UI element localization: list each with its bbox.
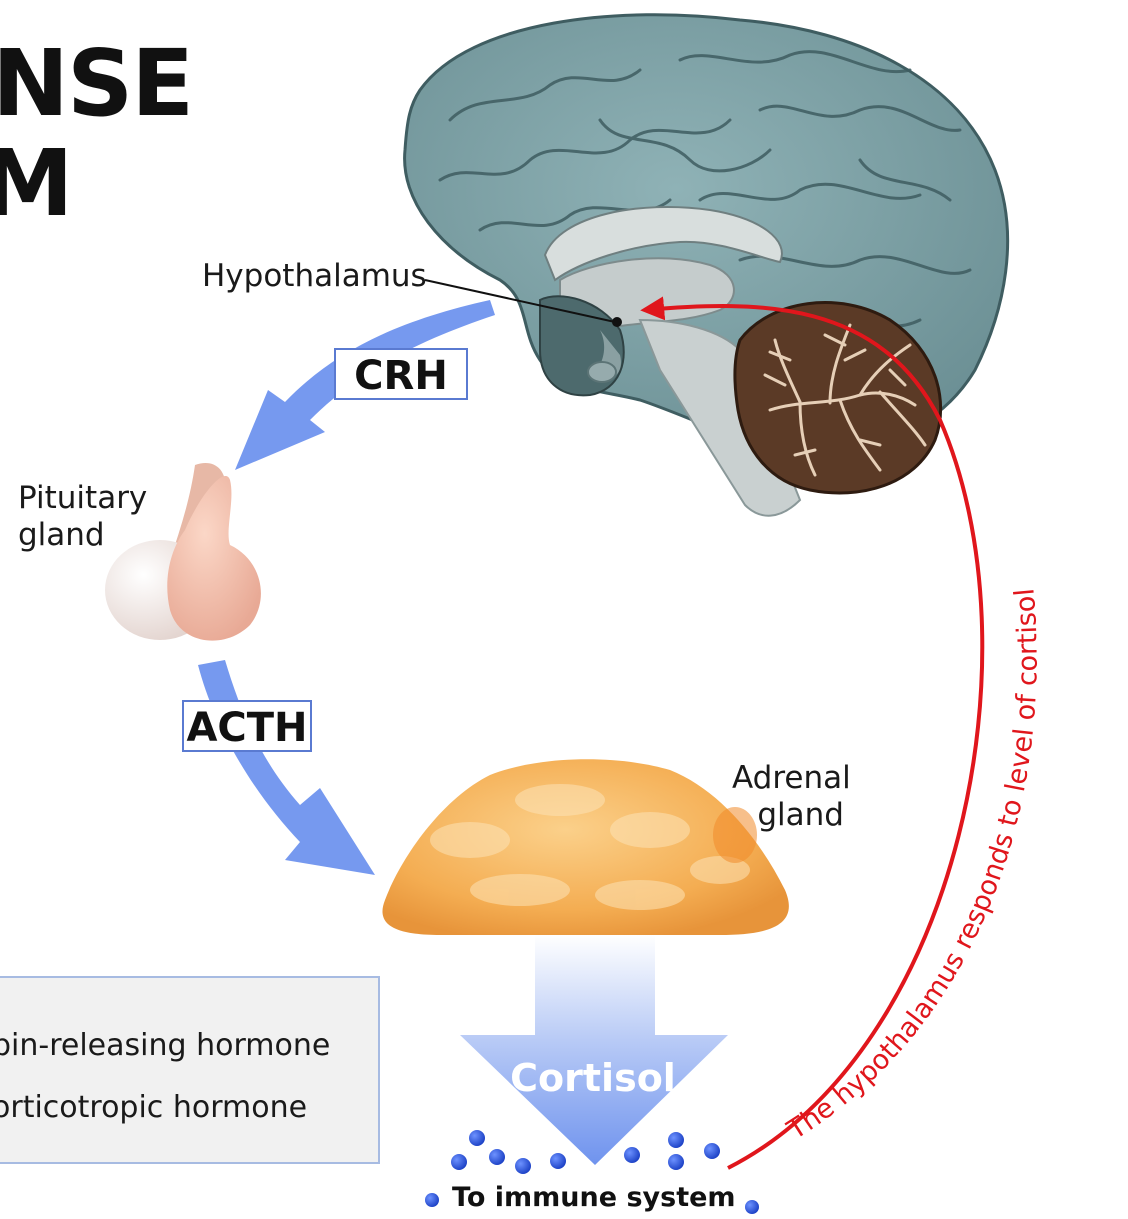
feedback-label: The hypothalamus responds to level of co… [781,587,1043,1146]
adrenal-label: Adrenal gland [732,760,844,833]
to-immune-system-label: To immune system [452,1182,736,1213]
legend-line-crh: pin-releasing hormone [0,1028,330,1063]
acth-box: ACTH [182,700,312,752]
adrenal-label-line1: Adrenal [732,760,844,797]
brain [405,15,1008,516]
acth-flow-arrow [198,660,375,875]
cortisol-label: Cortisol [498,1056,688,1100]
legend-box: pin-releasing hormone orticotropic hormo… [0,976,380,1164]
cortisol-flow-arrow [460,935,728,1165]
adrenal-gland [382,759,788,935]
pituitary-label-line2: gland [18,517,147,554]
pituitary-label-line1: Pituitary [18,480,147,517]
title-line-2: M [0,138,72,230]
title-line-1: NSE [0,38,192,130]
pituitary-label: Pituitary gland [18,480,147,553]
legend-line-acth: orticotropic hormone [0,1090,307,1125]
adrenal-label-line2: gland [732,797,844,834]
hypothalamus-label: Hypothalamus [202,258,427,295]
crh-box: CRH [334,348,468,400]
